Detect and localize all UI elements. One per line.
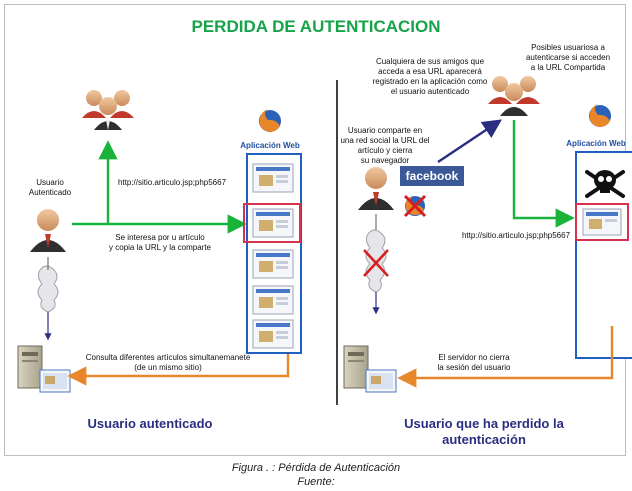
share-note-line1: Usuario comparte en bbox=[348, 126, 422, 135]
friends-note-line3: registrado en la aplicación como bbox=[373, 77, 488, 86]
server-icon bbox=[17, 345, 71, 393]
share-note-line4: su navegador bbox=[361, 156, 410, 165]
consult-note-line1: Consulta diferentes artículos simultanem… bbox=[86, 353, 251, 362]
user-icon bbox=[30, 209, 66, 252]
cloud-icon bbox=[37, 265, 59, 313]
diagram-title: PERDIDA DE AUTENTICACION bbox=[191, 17, 440, 36]
figure-caption: Figura . : Pérdida de Autenticación bbox=[231, 462, 401, 474]
cloud-icon bbox=[363, 229, 389, 293]
green-arrow-to-app bbox=[512, 120, 575, 228]
server-note-line1: El servidor no cierra bbox=[438, 353, 510, 362]
left-footer: Usuario autenticado bbox=[88, 416, 213, 431]
page-thumbnail bbox=[582, 208, 622, 236]
server-icon bbox=[343, 345, 397, 393]
firefox-icon bbox=[259, 109, 281, 132]
page-thumbnail bbox=[252, 319, 294, 349]
right-footer-line1: Usuario que ha perdido la bbox=[404, 416, 564, 431]
right-app-label: Aplicación Web bbox=[566, 139, 626, 148]
friends-note-line1: Cualquiera de sus amigos que bbox=[376, 57, 485, 66]
page-thumbnail bbox=[252, 249, 294, 279]
highlighted-page-frame bbox=[243, 203, 301, 243]
skull-icon bbox=[585, 170, 625, 198]
user-label-line1: Usuario bbox=[36, 178, 64, 187]
red-x-icon bbox=[403, 194, 427, 218]
friends-note-line4: el usuario autenticado bbox=[391, 87, 470, 96]
facebook-label: facebook bbox=[406, 169, 459, 183]
left-app-label: Aplicación Web bbox=[240, 141, 300, 150]
right-url: http://sitio.articulo.jsp;php5667 bbox=[462, 231, 571, 240]
page-thumbnail bbox=[252, 285, 294, 315]
consult-note-line2: (de un mismo sitio) bbox=[134, 363, 202, 372]
page-thumbnail bbox=[252, 163, 294, 193]
user-label-line2: Autenticado bbox=[29, 188, 72, 197]
possible-note-line3: a la URL Compartida bbox=[531, 63, 606, 72]
firefox-icon bbox=[589, 104, 611, 127]
possible-note-line1: Posibles usuariosa a bbox=[531, 43, 605, 52]
right-footer-line2: autenticación bbox=[442, 432, 526, 447]
facebook-logo bbox=[400, 166, 464, 186]
possible-note-line2: autenticarse si acceden bbox=[526, 53, 610, 62]
figure-source: Fuente: bbox=[297, 476, 335, 488]
page-thumbnail bbox=[252, 208, 294, 238]
arrow-to-friends bbox=[437, 119, 502, 163]
friends-note-line2: acceda a esa URL aparecerá bbox=[378, 67, 482, 76]
left-share-note-line1: Se interesa por u artículo bbox=[115, 233, 205, 242]
left-share-note-line2: y copia la URL y la comparte bbox=[109, 243, 212, 252]
right-highlighted-page-frame bbox=[575, 203, 629, 241]
left-pages bbox=[243, 163, 301, 349]
user-group-icon bbox=[82, 90, 134, 130]
server-note-line2: la sesión del usuario bbox=[438, 363, 511, 372]
user-group-icon bbox=[488, 76, 540, 116]
share-note-line3: artículo y cierra bbox=[358, 146, 413, 155]
user-icon bbox=[358, 167, 394, 210]
orange-return-arrow bbox=[397, 326, 614, 388]
left-url: http://sitio.articulo.jsp;php5667 bbox=[118, 178, 227, 187]
share-note-line2: una red social la URL del bbox=[340, 136, 429, 145]
